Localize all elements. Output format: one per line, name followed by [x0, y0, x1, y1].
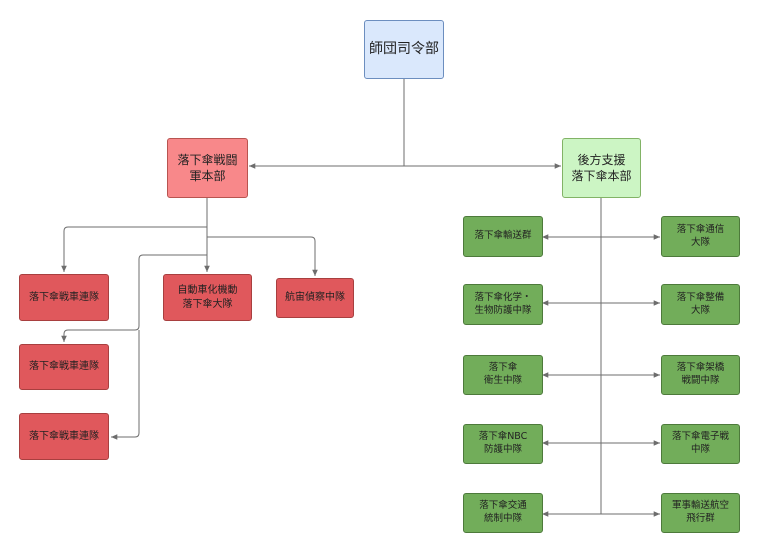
connector-to-recon-company: [207, 236, 318, 276]
medical-company-node[interactable]: 落下傘 衛生中隊: [463, 355, 543, 395]
tank-regiment-node-1[interactable]: 落下傘戦車連隊: [19, 274, 109, 321]
ew-company-node[interactable]: 落下傘電子戦 中隊: [661, 424, 740, 464]
tank-regiment-label-3: 落下傘戦車連隊: [29, 430, 99, 442]
aviation-group-node[interactable]: 軍事輸送航空 飛行群: [661, 493, 740, 533]
combat-hq-node[interactable]: 落下傘戦闘 軍本部: [167, 138, 248, 198]
signal-battalion-node[interactable]: 落下傘通信 大隊: [661, 216, 740, 257]
transport-group-label: 落下傘輸送群: [474, 230, 532, 242]
chem-bio-company-label: 落下傘化学・ 生物防護中隊: [474, 291, 532, 316]
support-hq-label: 後方支援 落下傘本部: [571, 152, 632, 183]
transport-group-node[interactable]: 落下傘輸送群: [463, 216, 543, 257]
bridging-company-node[interactable]: 落下傘架橋 戦闘中隊: [661, 355, 740, 395]
combat-hq-label: 落下傘戦闘 軍本部: [177, 152, 238, 183]
tank-regiment-label-2: 落下傘戦車連隊: [29, 361, 99, 373]
tank-regiment-node-3[interactable]: 落下傘戦車連隊: [19, 413, 109, 460]
signal-battalion-label: 落下傘通信 大隊: [676, 223, 725, 248]
bridging-company-label: 落下傘架橋 戦闘中隊: [676, 362, 725, 386]
nbc-company-label: 落下傘NBC 防護中隊: [478, 431, 528, 455]
tank-regiment-label-1: 落下傘戦車連隊: [29, 291, 99, 303]
medical-company-label: 落下傘 衛生中隊: [483, 362, 522, 386]
division-hq-label: 師団司令部: [369, 41, 439, 58]
chem-bio-company-node[interactable]: 落下傘化学・ 生物防護中隊: [463, 284, 543, 325]
traffic-company-label: 落下傘交通 統制中隊: [479, 500, 527, 524]
tank-regiment-node-2[interactable]: 落下傘戦車連隊: [19, 344, 109, 390]
division-hq-node[interactable]: 師団司令部: [364, 20, 444, 79]
ew-company-label: 落下傘電子戦 中隊: [671, 431, 729, 455]
motorized-battalion-label: 自動車化機動 落下傘大隊: [177, 285, 238, 310]
aviation-group-label: 軍事輸送航空 飛行群: [671, 500, 729, 524]
connector-hq-to-combat-hq: [249, 79, 405, 169]
motorized-battalion-node[interactable]: 自動車化機動 落下傘大隊: [163, 274, 252, 321]
traffic-company-node[interactable]: 落下傘交通 統制中隊: [463, 493, 543, 533]
support-hq-node[interactable]: 後方支援 落下傘本部: [562, 138, 641, 198]
recon-company-node[interactable]: 航宙偵察中隊: [276, 278, 354, 318]
connector-to-tank-regiment-1: [61, 226, 207, 272]
recon-company-label: 航宙偵察中隊: [285, 292, 345, 304]
connector-to-tank-regiment-2: [61, 254, 207, 342]
maintenance-battalion-node[interactable]: 落下傘整備 大隊: [661, 284, 740, 325]
connector-to-tank-regiment-3: [111, 330, 140, 440]
maintenance-battalion-label: 落下傘整備 大隊: [676, 291, 725, 316]
nbc-company-node[interactable]: 落下傘NBC 防護中隊: [463, 424, 543, 464]
